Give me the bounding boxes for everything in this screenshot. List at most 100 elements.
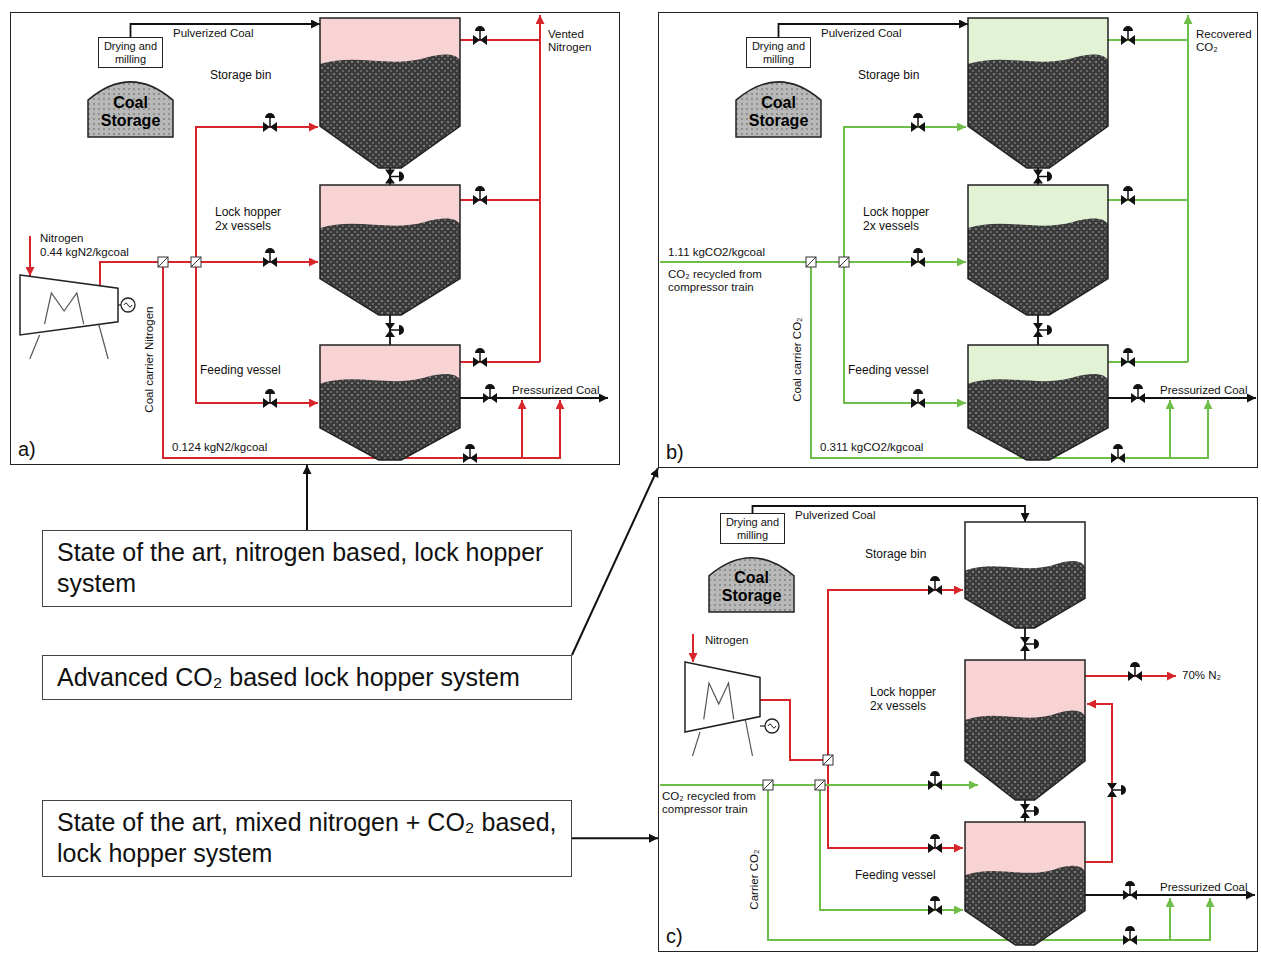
- storage-dome: Coal Storage: [735, 77, 822, 138]
- valve-stem: [479, 31, 481, 40]
- diagram-panel: a)Drying and millingCoal StorageStorage …: [10, 12, 620, 465]
- annotation-label: 0.124 kgN2/kgcoal: [172, 441, 267, 454]
- pipe: [811, 261, 966, 263]
- valve-stem: [269, 118, 271, 127]
- flow-connector: [1037, 315, 1039, 345]
- valve-symbol: [1131, 384, 1145, 403]
- splitter-diagonal: [763, 780, 773, 790]
- coal-bed: [965, 711, 1085, 800]
- valve-actuator: [930, 834, 940, 839]
- compressor-symbol: [685, 662, 779, 756]
- splitter-symbol: [815, 780, 825, 790]
- valve-actuator: [930, 576, 940, 581]
- pipe: [692, 634, 694, 662]
- valve-actuator: [1123, 26, 1133, 31]
- coal-bed: [965, 866, 1085, 945]
- callout-text: State of the art, nitrogen based, lock h…: [57, 537, 557, 600]
- splitter-diagonal: [806, 257, 816, 267]
- pressure-vessel: Feeding vessel: [965, 822, 1085, 945]
- pipe: [196, 262, 318, 403]
- pipe: [521, 400, 523, 458]
- pipe: [844, 262, 966, 403]
- valve-stem: [479, 353, 481, 362]
- annotation-label: Pressurized Coal: [512, 384, 600, 397]
- vessel-label: Feeding vessel: [848, 363, 938, 377]
- pipe: [828, 760, 963, 848]
- pipe: [828, 590, 963, 760]
- splitter-diagonal: [158, 257, 168, 267]
- valve-symbol: [1020, 637, 1039, 651]
- vessel-outline: [965, 522, 1085, 628]
- pressure-vessel: Storage bin: [965, 522, 1085, 628]
- flow-connector: [572, 837, 658, 839]
- vessel-outline: [320, 18, 460, 168]
- symbols: [20, 26, 1145, 945]
- valve-actuator: [913, 113, 923, 118]
- valve-symbol: [911, 248, 925, 267]
- pipe: [1169, 898, 1171, 940]
- pipe: [820, 785, 963, 910]
- annotation-label: Coal carrier Nitrogen: [143, 295, 156, 425]
- valve-symbol: [1128, 662, 1142, 681]
- pipe: [163, 261, 318, 263]
- vessel-gas: [965, 522, 1085, 628]
- valve-actuator: [1121, 785, 1126, 795]
- valve-symbol: [473, 186, 487, 205]
- vessel-label: Storage bin: [865, 547, 945, 561]
- annotation-label: Coal carrier CO₂: [791, 300, 804, 420]
- vessel-gas: [320, 185, 460, 315]
- panel-letter: b): [666, 441, 684, 464]
- pipe: [460, 199, 540, 201]
- motor-wave: [124, 303, 132, 307]
- pipe: [1085, 894, 1255, 896]
- dome-shape: [736, 82, 821, 137]
- valve-symbol: [473, 26, 487, 45]
- pressure-vessel: Storage bin: [320, 18, 460, 168]
- callout-box: State of the art, mixed nitrogen + CO₂ b…: [42, 800, 572, 877]
- valve-stem: [1127, 191, 1129, 200]
- valve-actuator: [1047, 325, 1052, 335]
- valve-symbol: [1033, 170, 1052, 184]
- valve-actuator: [930, 771, 940, 776]
- valve-stem: [917, 253, 919, 262]
- compressor-leg: [693, 732, 701, 756]
- valve-actuator: [465, 444, 475, 449]
- process-label: Drying and milling: [750, 40, 807, 65]
- pipes: [30, 15, 1256, 940]
- pipe: [460, 39, 540, 41]
- valve-actuator: [1034, 806, 1039, 816]
- vessel-gas: [965, 660, 1085, 800]
- splitter-box: [823, 755, 833, 765]
- valve-actuator: [1123, 348, 1133, 353]
- motor-wave: [768, 724, 776, 728]
- coal-bed: [320, 55, 460, 168]
- vessel-label: Feeding vessel: [200, 363, 290, 377]
- vessel-wall: [965, 660, 1085, 800]
- valve-actuator: [1130, 662, 1140, 667]
- valve-stem: [1038, 329, 1047, 331]
- vessel-wall: [968, 18, 1108, 168]
- valve-stem: [390, 176, 399, 178]
- panel-letter: a): [18, 438, 36, 461]
- vessel-label: Storage bin: [210, 68, 290, 82]
- valve-stem: [934, 901, 936, 910]
- valve-actuator: [265, 389, 275, 394]
- valve-actuator: [485, 384, 495, 389]
- annotation-label: CO₂ recycled from compressor train: [662, 790, 762, 816]
- process-label: Drying and milling: [102, 40, 159, 65]
- valve-symbol: [928, 771, 942, 790]
- valve-stem: [269, 394, 271, 403]
- valve-symbol: [1020, 804, 1039, 818]
- pipe: [539, 15, 541, 362]
- pipe: [1108, 361, 1188, 363]
- valve-actuator: [913, 389, 923, 394]
- valve-actuator: [475, 348, 485, 353]
- annotation-label: 0.44 kgN2/kgcoal: [40, 246, 129, 259]
- valve-symbol: [385, 323, 404, 337]
- splitter-box: [815, 780, 825, 790]
- callout-text: State of the art, mixed nitrogen + CO₂ b…: [57, 807, 557, 870]
- vessel-gas: [968, 18, 1108, 168]
- splitter-symbol: [763, 780, 773, 790]
- annotation-label: 1.11 kgCO2/kgcoal: [668, 246, 765, 259]
